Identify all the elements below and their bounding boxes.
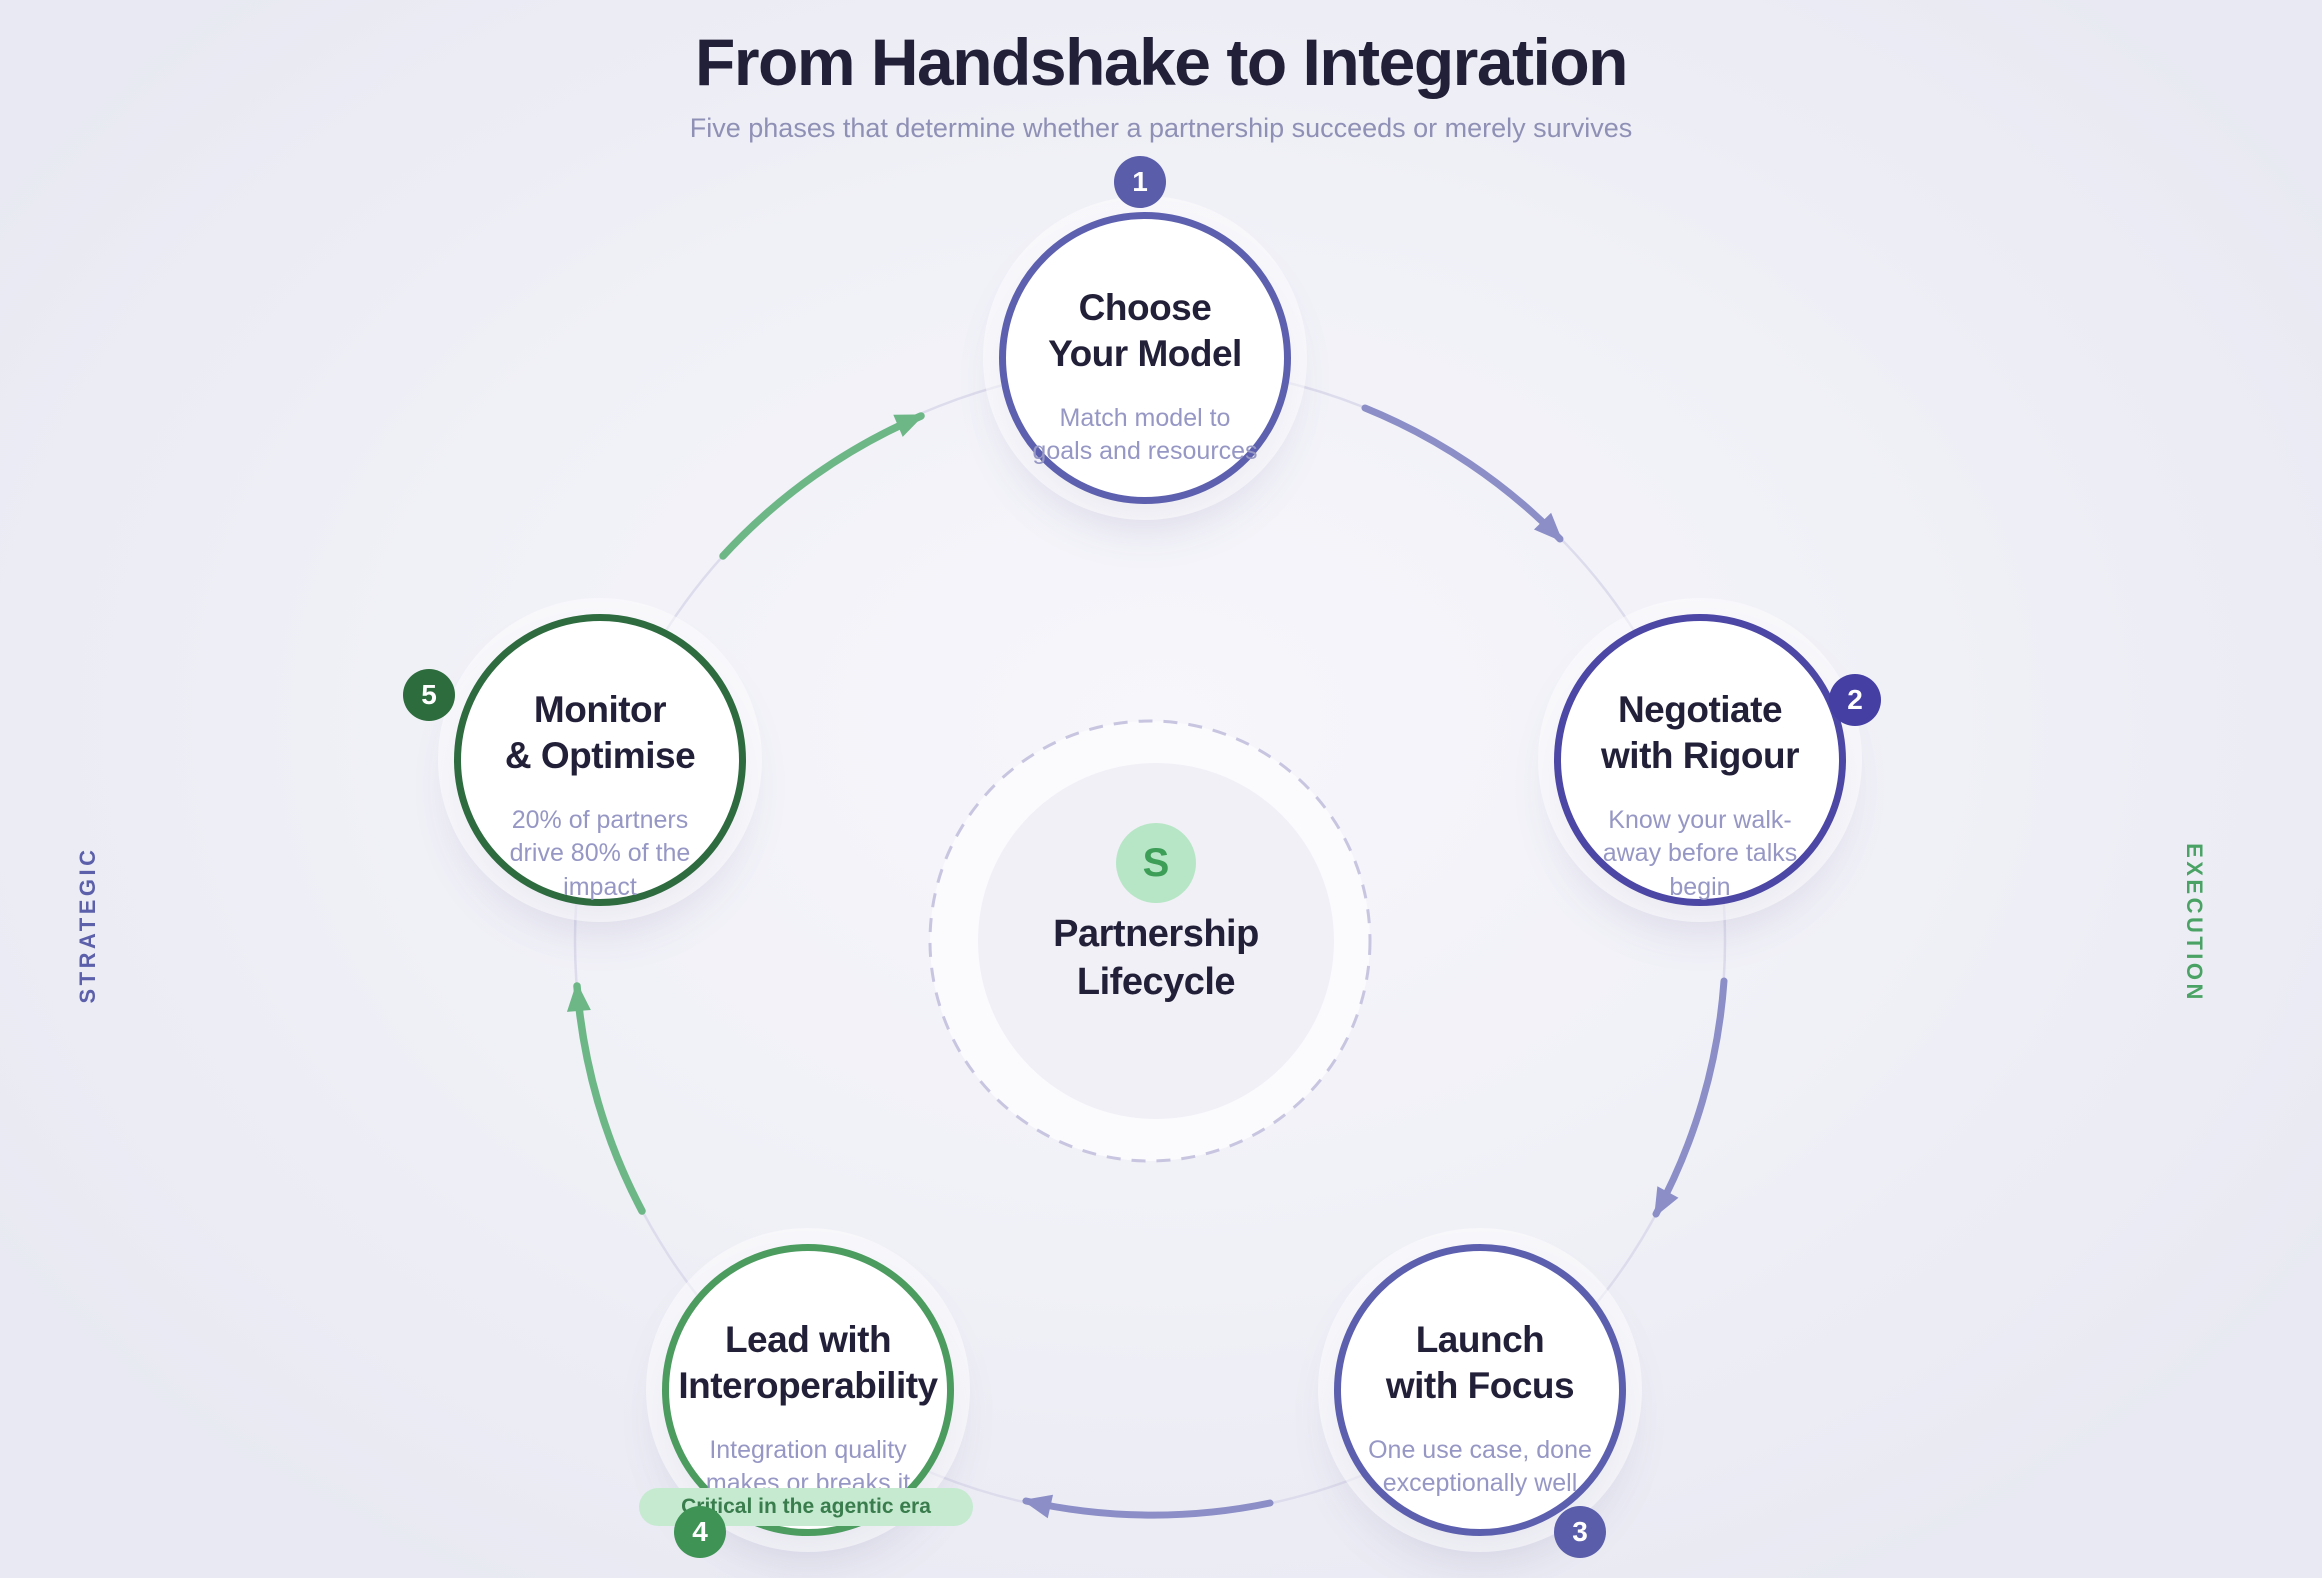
page-subtitle: Five phases that determine whether a par… [689,112,1633,143]
phase-number-badge-5: 5 [403,669,455,721]
page-title: From Handshake to Integration [695,25,1628,99]
phase-number-badge-2: 2 [1829,674,1881,726]
strategic-side-label: STRATEGIC [75,846,100,1004]
phase-title: Lead with Interoperability [678,1317,938,1410]
phase-title-line1: Monitor [533,689,667,730]
phase-title: Monitor & Optimise [504,687,696,780]
phase-number-badge-4: 4 [674,1506,726,1558]
center-hub: S Partnership Lifecycle [978,763,1334,1119]
phase-title: Negotiate with Rigour [1601,687,1799,780]
phase-title-line2: & Optimise [504,735,696,777]
phase-title: Launch with Focus [1385,1317,1575,1410]
phase-title-line2: with Focus [1385,1365,1575,1407]
phase-title-line1: Launch [1415,1319,1545,1360]
phase-subtitle: One use case, done exceptionally well [1368,1435,1592,1498]
phase-title-line2: Your Model [1048,333,1242,375]
phase-node-choose-your-model: Choose Your Model Match model to goals a… [999,212,1291,504]
agentic-era-pill: Critical in the agentic era [639,1488,973,1526]
arrow-phase3-to-phase4 [1022,1494,1274,1519]
arrow-phase2-to-phase3 [1652,977,1728,1218]
header: From Handshake to Integration Five phase… [0,26,2322,144]
arrow-phase5-to-phase1 [719,412,925,560]
phase-number-badge-3: 3 [1554,1506,1606,1558]
phase-node-launch-with-focus: Launch with Focus One use case, done exc… [1334,1244,1626,1536]
s-logo-icon: S [1116,823,1196,903]
center-label: Partnership Lifecycle [1053,911,1259,1006]
arrow-phase1-to-phase2 [1361,404,1564,543]
phase-title-line1: Lead with [724,1319,892,1360]
phase-number-badge-1: 1 [1114,156,1166,208]
center-label-line2: Lifecycle [1076,960,1236,1003]
phase-title-line1: Choose [1078,287,1212,328]
phase-subtitle: 20% of partners drive 80% of the impact [509,805,691,902]
phase-title-line2: Interoperability [678,1365,938,1407]
phase-subtitle: Know your walk-away before talks begin [1602,805,1798,902]
phase-title-line2: with Rigour [1601,735,1799,777]
phase-subtitle: Match model to goals and resources [1032,403,1258,466]
phase-node-negotiate-with-rigour: Negotiate with Rigour Know your walk-awa… [1554,614,1846,906]
phase-title-line1: Negotiate [1617,689,1783,730]
arrow-phase4-to-phase5 [566,982,646,1215]
phase-node-monitor-and-optimise: Monitor & Optimise 20% of partners drive… [454,614,746,906]
center-label-line1: Partnership [1053,913,1259,955]
phase-title: Choose Your Model [1048,285,1242,378]
execution-side-label: EXECUTION [2182,843,2207,1003]
